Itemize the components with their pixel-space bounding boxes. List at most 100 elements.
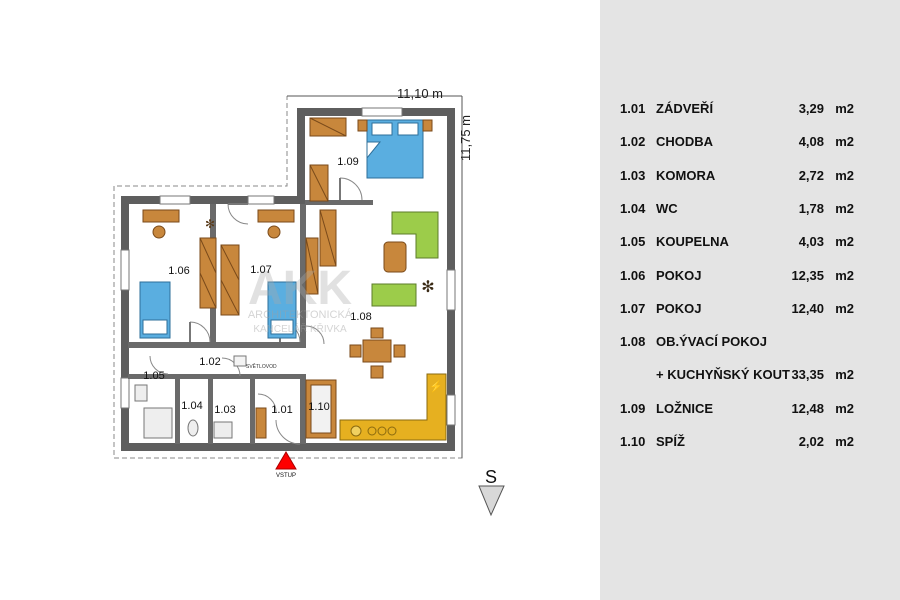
- dining-chair-bottom: [370, 365, 384, 379]
- dining-table: [362, 339, 392, 363]
- room-number: 1.07: [620, 300, 646, 316]
- room-label-1-10: 1.10: [308, 401, 329, 413]
- wardrobe-left-1-09-diagonal: [309, 164, 329, 202]
- room-area: 4,08: [798, 134, 824, 150]
- room-name: SPÍŽ: [656, 434, 685, 449]
- skylight-label: SVĚTLOVOD: [246, 362, 277, 370]
- komora-shelf: [213, 421, 233, 439]
- dining-chair-right: [393, 344, 406, 358]
- room-unit: m2: [835, 101, 854, 116]
- room-label-1-05: 1.05: [143, 370, 164, 382]
- watermark-line1: ARCHITEKTONICKÁ: [248, 308, 353, 321]
- room-unit: m2: [835, 300, 854, 316]
- room-name: KOMORA: [656, 167, 716, 183]
- room-number: 1.09: [620, 400, 646, 416]
- room-unit: m2: [835, 134, 854, 150]
- washbasin: [134, 384, 148, 402]
- room-number: 1.02: [620, 134, 646, 150]
- nightstand-right: [422, 119, 433, 132]
- wardrobe-1-07-diagonal-a: [220, 244, 240, 281]
- room-row: 1.08 OB.ÝVACÍ POKOJ: [600, 334, 900, 354]
- room-name: + KUCHYŇSKÝ KOUT: [656, 367, 790, 383]
- cooktop-burner-3: [387, 426, 397, 436]
- sink: [350, 425, 362, 437]
- room-number: 1.06: [620, 267, 646, 283]
- bed-pillow-1-06: [142, 319, 168, 335]
- kitchen-counter: [339, 373, 447, 441]
- wardrobe-1-07-diagonal-b: [220, 279, 240, 316]
- cooktop-burner-2: [377, 426, 387, 436]
- entrance-label: VSTUP: [276, 473, 296, 479]
- coffee-table: [383, 241, 407, 273]
- desk-1-06: [142, 209, 180, 223]
- pantry-shelves-inner: [310, 384, 332, 434]
- room-name: WC: [656, 200, 678, 216]
- room-name: POKOJ: [656, 267, 702, 283]
- sofa-corner: [391, 211, 439, 259]
- wardrobe-1-06: [199, 237, 217, 309]
- room-unit: m2: [835, 234, 854, 250]
- desk-1-07: [257, 209, 295, 223]
- room-label-1-09: 1.09: [337, 156, 358, 168]
- floor-plan: ✻ ✻ ⚡ SVĚTLOVOD AKK ARCHITEKTONICKÁ KANC…: [113, 86, 505, 517]
- room-labels: 1.01 1.02 1.03 1.04 1.05 1.06 1.07 1.08 …: [143, 156, 371, 416]
- cooktop-burner-1: [367, 426, 377, 436]
- room-name: LOŽNICE: [656, 400, 714, 416]
- room-row: 1.05 KOUPELNA 4,03 m2: [600, 234, 900, 254]
- room-name: CHODBA: [656, 134, 714, 150]
- wardrobe-1-06-diagonal-a: [199, 237, 217, 274]
- room-number: 1.01: [620, 101, 646, 116]
- room-area: 2,02: [798, 434, 824, 449]
- chair-1-06: [152, 225, 166, 239]
- room-unit: m2: [835, 367, 854, 383]
- room-row: 1.01 ZÁDVEŘÍ 3,29 m2: [600, 101, 900, 121]
- door-swings: [149, 177, 363, 445]
- room-number: 1.10: [620, 434, 646, 449]
- room-number: 1.08: [620, 334, 646, 350]
- fridge-symbol: ⚡: [429, 380, 443, 393]
- room-label-1-03: 1.03: [214, 404, 235, 416]
- room-number: 1.05: [620, 234, 646, 250]
- room-area: 3,29: [798, 101, 824, 116]
- room-label-1-02: 1.02: [199, 356, 220, 368]
- room-row: 1.02 CHODBA 4,08 m2: [600, 134, 900, 154]
- wardrobe-1-07: [220, 244, 240, 316]
- room-area: 33,35: [791, 367, 824, 383]
- shower-tray: [143, 407, 173, 439]
- toilet: [187, 419, 199, 437]
- skylight: [233, 355, 247, 367]
- room-area: 4,03: [798, 234, 824, 250]
- north-label: S: [485, 467, 497, 487]
- windows: [120, 107, 456, 426]
- wardrobe-top-1-09-diagonal: [309, 117, 347, 137]
- room-name: KOUPELNA: [656, 234, 729, 250]
- dining-chair-left: [349, 344, 362, 358]
- plant-1-06: ✻: [205, 217, 215, 231]
- nightstand-left: [357, 119, 368, 132]
- plant-1-08: ✻: [421, 279, 434, 296]
- dashed-outline: [113, 95, 463, 459]
- room-name: ZÁDVEŘÍ: [656, 101, 714, 116]
- north-arrow-icon: [478, 485, 505, 517]
- room-unit: m2: [835, 400, 854, 416]
- room-label-1-01: 1.01: [271, 404, 292, 416]
- room-row: 1.10 SPÍŽ 2,02 m2: [600, 434, 900, 454]
- bed-pillow-left: [371, 122, 393, 136]
- room-label-1-04: 1.04: [181, 400, 202, 412]
- width-dimension: 11,10 m: [397, 86, 443, 101]
- room-unit: m2: [835, 434, 854, 449]
- entrance-arrow-icon: [275, 451, 297, 470]
- room-label-1-06: 1.06: [168, 265, 189, 277]
- bed-pillow-right: [397, 122, 419, 136]
- room-number: 1.04: [620, 200, 646, 216]
- room-name: OB.ÝVACÍ POKOJ: [656, 334, 768, 350]
- room-area: 1,78: [798, 200, 824, 216]
- watermark-logo: AKK: [248, 262, 352, 315]
- room-area: 2,72: [798, 167, 824, 183]
- shoe-cabinet: [255, 407, 267, 439]
